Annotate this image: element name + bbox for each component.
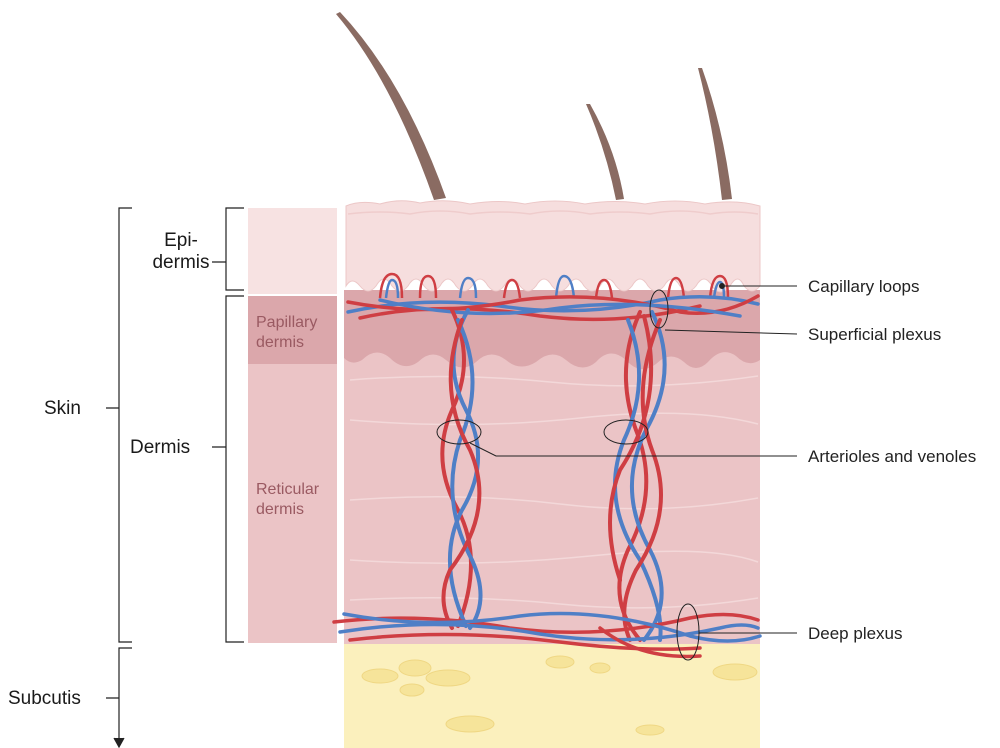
reticular-label-line2: dermis — [256, 500, 319, 520]
dermis-label: Dermis — [130, 437, 190, 459]
papillary-label-line2: dermis — [256, 333, 317, 353]
hair-shaft-icon — [336, 12, 732, 200]
strip-epidermis — [248, 208, 337, 294]
epidermis-label-line1: Epi- — [150, 230, 212, 252]
dermis-bracket — [212, 296, 244, 642]
papillary-label-line1: Papillary — [256, 313, 317, 333]
capillary-loops-label: Capillary loops — [808, 276, 920, 297]
arterioles-venules-label: Arterioles and venoles — [808, 446, 976, 467]
subcutis-bracket — [106, 648, 132, 742]
epidermis-bracket — [212, 208, 244, 290]
reticular-label-line1: Reticular — [256, 480, 319, 500]
superficial-plexus-label: Superficial plexus — [808, 324, 941, 345]
subcutis-label: Subcutis — [8, 688, 81, 710]
capillary-loops-marker — [720, 284, 725, 289]
epidermis-label-line2: dermis — [150, 252, 212, 274]
skin-bracket — [106, 208, 132, 642]
subcutis-arrow-icon — [114, 738, 124, 747]
reticular-dermis-label: Reticular dermis — [256, 480, 319, 520]
skin-label: Skin — [44, 398, 81, 420]
layer-strip — [248, 208, 337, 643]
brackets — [106, 208, 244, 747]
tissue-block — [334, 12, 760, 748]
deep-plexus-label: Deep plexus — [808, 623, 903, 644]
papillary-dermis-label: Papillary dermis — [256, 313, 317, 353]
epidermis-label: Epi- dermis — [150, 230, 212, 274]
